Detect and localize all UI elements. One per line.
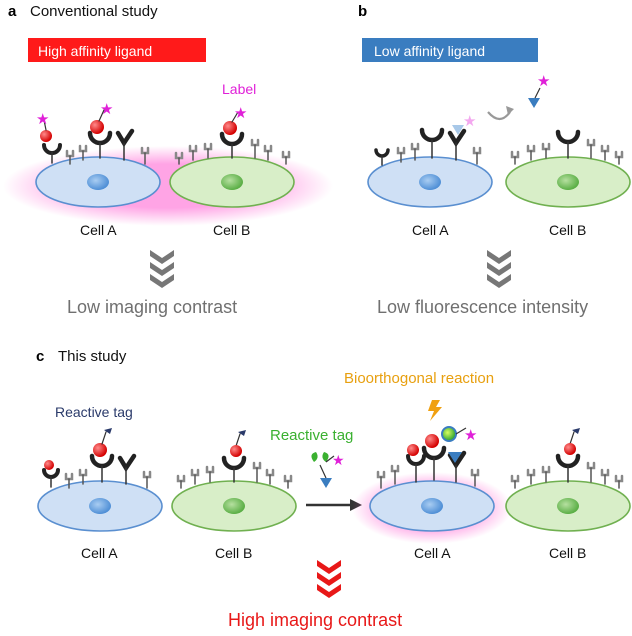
low-affinity-badge (362, 38, 538, 62)
cell-b-receptors (176, 433, 293, 489)
panel-c-letter: c (36, 348, 44, 365)
faint-star-label-icon: ★ (463, 113, 476, 130)
cell-a-nucleus (89, 498, 111, 514)
reactive-tag-icon (238, 430, 246, 436)
star-label-icon: ★ (464, 427, 477, 444)
reactive-tag-label: Reactive tag (55, 404, 133, 420)
star-label-icon: ★ (36, 111, 49, 128)
panel-b-letter: b (358, 3, 367, 20)
panel-c: c This study Reactive tag Reactive tag B… (36, 348, 631, 630)
cell-a-label: Cell A (414, 545, 451, 561)
ligand-ball (230, 445, 242, 457)
panel-c-title: This study (58, 348, 127, 365)
cell-b-nucleus (557, 498, 579, 514)
cell-a-receptors (374, 127, 482, 166)
star-label-icon: ★ (332, 452, 345, 468)
panel-c-result: High imaging contrast (228, 610, 402, 630)
chevron-down-icon (317, 560, 341, 598)
cell-a-receptors (42, 431, 152, 489)
cell-b-nucleus (557, 174, 579, 190)
cell-b-label: Cell B (215, 545, 252, 561)
cell-b-label: Cell B (213, 222, 250, 238)
panel-a-title: Conventional study (30, 3, 158, 20)
cell-b-label: Cell B (549, 222, 586, 238)
cell-a-label: Cell A (81, 545, 118, 561)
panel-a: a Conventional study High affinity ligan… (3, 3, 333, 317)
chevron-down-icon (150, 250, 174, 288)
panel-b-result: Low fluorescence intensity (377, 297, 588, 317)
arrow-head-icon (506, 106, 514, 115)
reactive-tag-icon (572, 428, 580, 434)
star-label-icon: ★ (234, 105, 247, 122)
high-affinity-badge (28, 38, 206, 62)
cell-b-label: Cell B (549, 545, 586, 561)
cell-a-nucleus (421, 498, 443, 514)
cell-b-nucleus (223, 498, 245, 514)
lightning-icon (428, 400, 442, 421)
bioorthogonal-label: Bioorthogonal reaction (344, 370, 494, 387)
cell-a-receptors (40, 109, 150, 165)
panel-a-result: Low imaging contrast (67, 297, 237, 317)
cell-b-nucleus (221, 174, 243, 190)
faint-ligand-triangle-icon (452, 125, 464, 135)
reactive-tag-green-label: Reactive tag (270, 427, 353, 444)
cell-b-receptors (510, 129, 624, 165)
bioorthogonal-product (441, 426, 457, 442)
panel-a-letter: a (8, 3, 17, 20)
star-label-icon: ★ (537, 73, 550, 90)
probe-icon (311, 452, 335, 488)
cell-a-label: Cell A (80, 222, 117, 238)
cell-a-label: Cell A (412, 222, 449, 238)
cell-a-nucleus (419, 174, 441, 190)
low-affinity-badge-label: Low affinity ligand (374, 43, 485, 59)
cell-a-receptors (376, 434, 480, 489)
cell-b-receptors (510, 431, 624, 489)
star-label-icon: ★ (100, 101, 113, 118)
ligand-triangle-icon (448, 452, 462, 463)
panel-b: b Low affinity ligand ★ ★ (358, 3, 631, 317)
chevron-down-icon (487, 250, 511, 288)
cell-b-receptors (174, 111, 291, 165)
high-affinity-badge-label: High affinity ligand (38, 43, 152, 59)
reactive-tag-icon (104, 428, 112, 434)
dissociation-arrow (487, 111, 511, 121)
ligand-ball (564, 443, 576, 455)
label-annotation: Label (222, 81, 256, 97)
cell-a-nucleus (87, 174, 109, 190)
ligand-triangle-icon (528, 98, 540, 108)
